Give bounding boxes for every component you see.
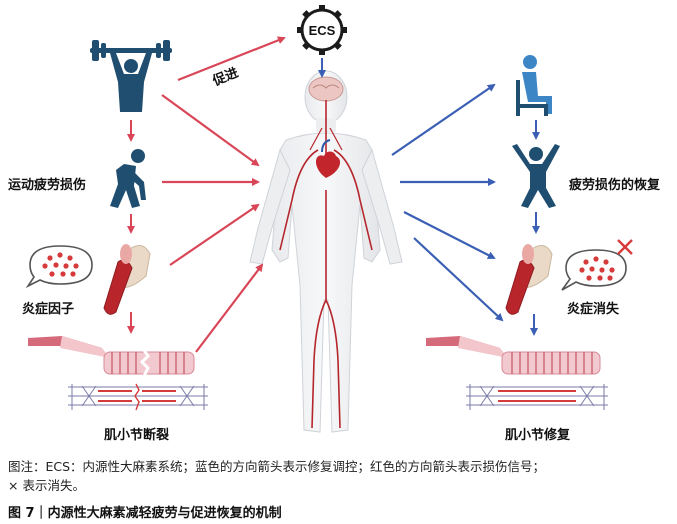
label-sarcomere-repair: 肌小节修复 xyxy=(505,428,571,443)
blood-vessels xyxy=(279,100,373,429)
disappear-x-icon xyxy=(617,239,633,255)
heart-icon xyxy=(316,139,341,178)
label-inflammation-gone: 炎症消失 xyxy=(567,302,620,317)
repair-regulation-arrows xyxy=(391,83,504,322)
figure-caption: 图 7｜内源性大麻素减轻疲劳与促进恢复的机制 xyxy=(8,506,282,521)
inflamed-muscle-icon xyxy=(103,244,151,315)
seated-person-icon xyxy=(516,55,552,116)
healthy-muscle-icon xyxy=(505,244,553,315)
figure-note-line-2: × 表示消失。 xyxy=(8,478,85,493)
label-exercise-fatigue-injury: 运动疲劳损伤 xyxy=(8,178,87,193)
damage-signal-arrows xyxy=(161,36,286,353)
myofibril-broken-icon xyxy=(28,336,195,377)
cheering-person-icon xyxy=(512,144,560,208)
mechanism-diagram: ECS xyxy=(25,5,633,433)
sarcomere-repaired-icon xyxy=(466,384,608,410)
inflammatory-factor-bubble xyxy=(25,245,93,289)
weightlifter-icon xyxy=(90,40,172,112)
label-inflammatory-factors: 炎症因子 xyxy=(22,302,75,317)
fatigued-person-icon xyxy=(110,149,146,208)
label-sarcomere-rupture: 肌小节断裂 xyxy=(104,428,170,443)
sarcomere-broken-icon xyxy=(68,383,208,411)
inflammation-gone-bubble xyxy=(561,249,627,291)
brain-icon xyxy=(308,76,344,102)
figure-note-line-1: 图注：ECS：内源性大麻素系统；蓝色的方向箭头表示修复调控；红色的方向箭头表示损… xyxy=(8,459,546,474)
figure-note: 图注：ECS：内源性大麻素系统；蓝色的方向箭头表示修复调控；红色的方向箭头表示损… xyxy=(8,457,668,495)
ecs-gear-icon xyxy=(297,5,347,55)
label-fatigue-recovery: 疲劳损伤的恢复 xyxy=(569,178,661,193)
myofibril-repaired-icon xyxy=(426,336,601,375)
ecs-label: ECS xyxy=(309,23,336,38)
right-chain-arrows xyxy=(530,120,540,336)
